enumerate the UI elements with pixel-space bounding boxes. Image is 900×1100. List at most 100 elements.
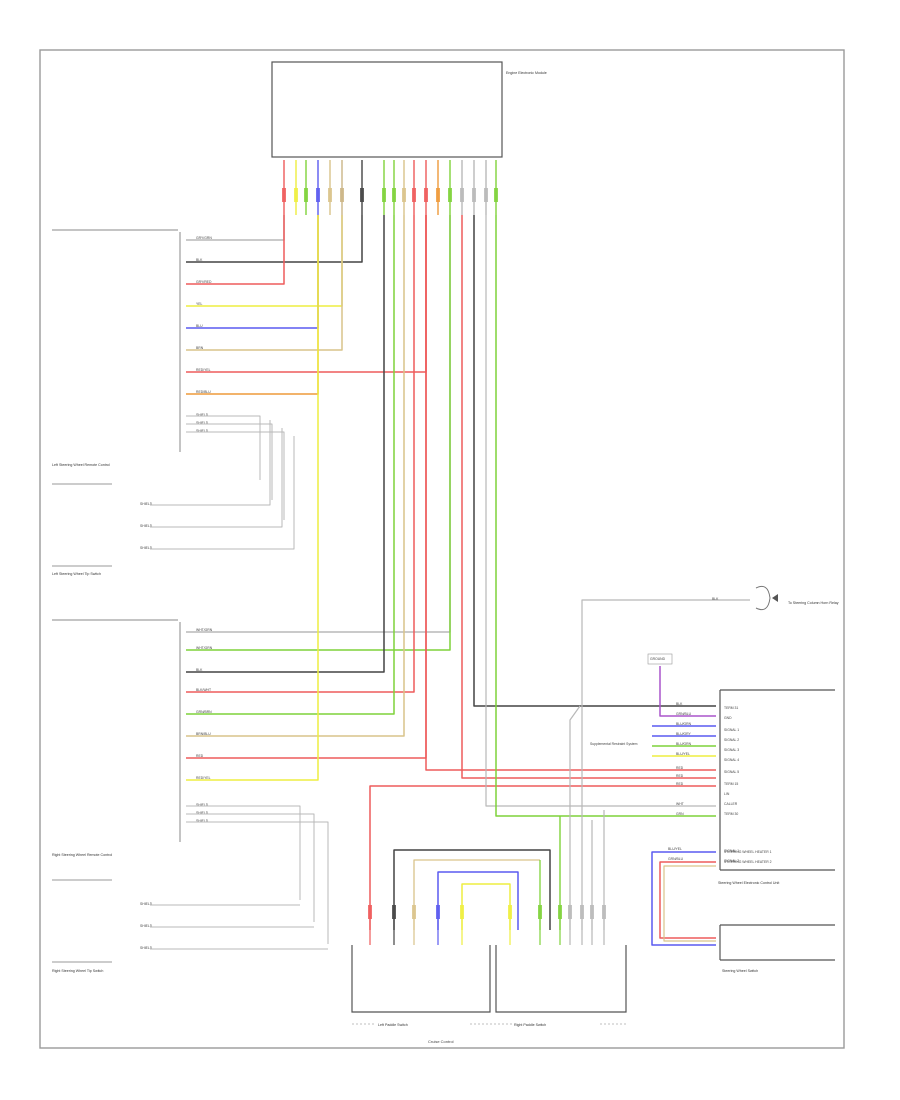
left-remote-wire-label: BLK <box>196 258 203 262</box>
left-paddle-label: Left Paddle Switch <box>378 1023 408 1027</box>
right-remote-label: Right Steering Wheel Remote Control <box>52 853 112 857</box>
engine-connector-terminal <box>316 188 320 202</box>
engine-module-label: Engine Electronic Module <box>506 71 547 75</box>
module-wire-label: BLK <box>676 702 683 706</box>
module-gray-wire <box>569 705 581 930</box>
left-remote-wire-label: GRY/GRN <box>196 236 212 240</box>
right-remote-wire <box>186 215 405 737</box>
right-remote-wire <box>186 215 395 715</box>
left-remote-label: Left Steering Wheel Remote Control <box>52 463 110 467</box>
left-shield-wire <box>186 423 273 500</box>
steering-wheel-switch[interactable]: Steering Wheel Switch <box>719 924 835 973</box>
engine-module[interactable]: Engine Electronic Module <box>271 61 547 158</box>
switch-wire-label: GRN/BLU <box>668 857 684 861</box>
module-term31-wire <box>473 215 716 707</box>
right-tip-wire-labels: SHIELD SHIELD SHIELD <box>140 902 153 950</box>
left-remote-wire <box>186 215 343 351</box>
module-wire-label: GRN <box>676 812 684 816</box>
paddle-connector-terminal <box>558 905 562 919</box>
engine-connector-terminal <box>484 188 488 202</box>
engine-connector-terminal <box>382 188 386 202</box>
module-lin-wire <box>485 215 716 807</box>
right-remote-wire-labels: WHT/GRNWHT/GRNBLKBLK/WHTGRN/BRNBRN/BLURE… <box>196 628 213 823</box>
engine-connector-terminal <box>402 188 406 202</box>
module-wire-label: WHT <box>676 802 684 806</box>
diagram-frame <box>39 49 845 1049</box>
left-remote-wire-label: BRN <box>196 346 204 350</box>
right-remote-wire-label: RED/YEL <box>196 776 211 780</box>
right-tip-label: Right Steering Wheel Tip Switch <box>52 969 103 973</box>
ground-point-label: GROUND <box>650 657 666 661</box>
paddle-connector-terminal <box>412 905 416 919</box>
right-shield-wire <box>186 821 329 944</box>
module-wire-label: GRN/BLU <box>676 712 692 716</box>
paddle-connector-terminal <box>568 905 572 919</box>
left-remote-wire-labels: GRY/GRNBLKGRY/REDYELBLUBRNRED/YELRED/BLU… <box>196 236 212 433</box>
module-pin-label: SIGNAL 3 <box>724 748 739 752</box>
right-remote-wire <box>186 215 385 673</box>
module-pin-label: SIGNAL 4 <box>724 758 739 762</box>
horn-relay-connector[interactable]: To Steering Column Horn Relay BLK <box>712 585 839 611</box>
engine-connector-terminal <box>460 188 464 202</box>
engine-connector-terminal <box>472 188 476 202</box>
paddle-connector-terminal <box>538 905 542 919</box>
engine-connector-terminal <box>424 188 428 202</box>
left-remote-wire <box>186 215 427 373</box>
module-wire-label: BLU/YEL <box>676 752 690 756</box>
supplemental-label: Supplemental Restraint System <box>590 742 638 746</box>
engine-connector-terminal <box>436 188 440 202</box>
switch-signal1-wire <box>651 851 716 946</box>
paddle-tan-wire <box>413 859 540 930</box>
ground-point: GROUND <box>647 653 673 665</box>
left-remote-shield-label: SHIELD <box>196 421 209 425</box>
horn-wire-label: BLK <box>712 597 719 601</box>
module-ground-wire <box>659 666 716 717</box>
steering-wheel-module[interactable]: Steering Wheel Electronic Control Unit <box>718 689 835 885</box>
module-pin-label: SIGNAL 2 <box>724 738 739 742</box>
switch-wire-label: BLU/YEL <box>668 847 682 851</box>
right-shield-wire <box>186 813 315 922</box>
left-tip-wire <box>150 436 295 550</box>
paddle-yellow-wire <box>461 883 511 930</box>
module-term15-wire <box>425 215 716 771</box>
right-remote-wire-label: BLK/WHT <box>196 688 211 692</box>
module-pin-label: LIN <box>724 792 730 796</box>
switch-pin-label: SIGNAL 1 <box>724 849 739 853</box>
left-remote-shield-label: SHIELD <box>196 429 209 433</box>
module-pin-label: STEERING WHEEL HEATER 1 <box>724 850 772 854</box>
right-tip-wire-label: SHIELD <box>140 946 153 950</box>
module-wire-label: BLU/GRY <box>676 732 692 736</box>
left-remote-wire-label: RED/YEL <box>196 368 211 372</box>
right-remote-wire-label: BRN/BLU <box>196 732 211 736</box>
module-pin-label: SIGNAL 5 <box>724 770 739 774</box>
left-remote-wire-label: BLU <box>196 324 203 328</box>
right-tip-wire-label: SHIELD <box>140 924 153 928</box>
wire-layer <box>150 160 750 950</box>
engine-connector-terminal <box>392 188 396 202</box>
paddle-connector-terminal <box>392 905 396 919</box>
module-pin-label: GND <box>724 716 732 720</box>
right-paddle-switch[interactable] <box>495 945 627 1013</box>
left-remote-wire-label: YEL <box>196 302 203 306</box>
left-tip-wire <box>150 420 271 506</box>
paddle-blue-wire <box>437 871 519 930</box>
left-tip-wire-label: SHIELD <box>140 524 153 528</box>
engine-connector-terminal <box>340 188 344 202</box>
module-pin-label: TERM 30 <box>724 812 738 816</box>
right-tip-wire-label: SHIELD <box>140 902 153 906</box>
right-remote-wire <box>186 215 451 651</box>
paddle-connector-terminal <box>460 905 464 919</box>
right-remote-wire <box>186 215 427 759</box>
module-term30-wire <box>461 215 716 779</box>
right-remote-wire-label: WHT/GRN <box>196 646 213 650</box>
left-tip-wire-label: SHIELD <box>140 546 153 550</box>
left-paddle-switch[interactable] <box>351 945 491 1013</box>
engine-connector-terminal <box>282 188 286 202</box>
module-green-wire <box>495 215 716 817</box>
left-remote-wire-label: RED/BLU <box>196 390 211 394</box>
right-shield-wire <box>186 805 301 900</box>
switch-signal2-wire <box>659 861 716 939</box>
engine-connector-terminal <box>304 188 308 202</box>
